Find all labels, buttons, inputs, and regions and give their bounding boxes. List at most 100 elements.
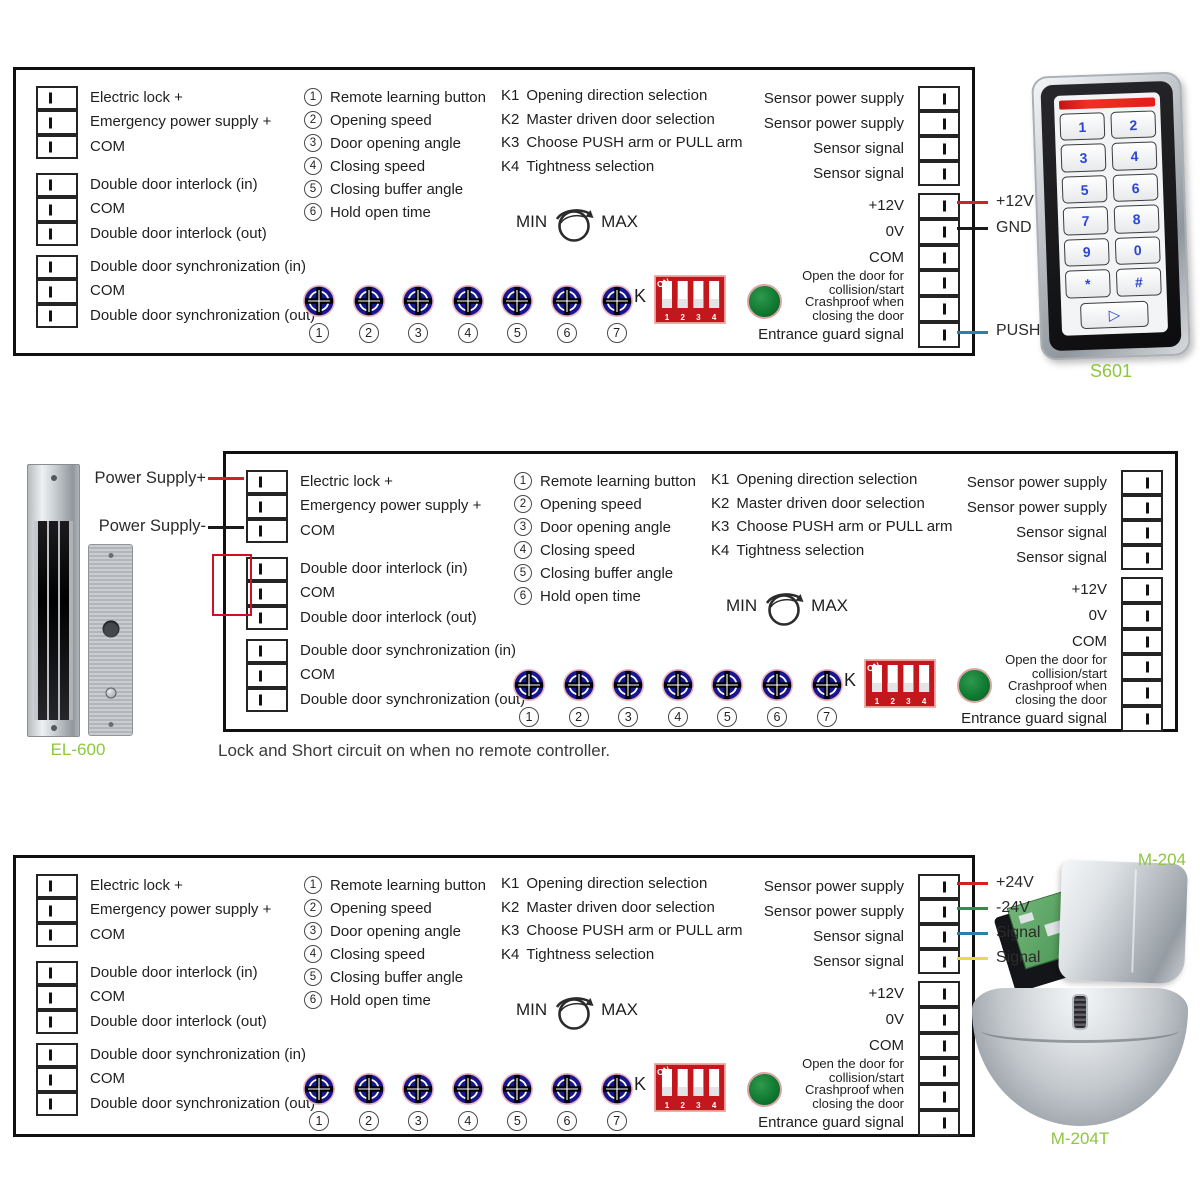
pot-number: 3 xyxy=(408,323,429,343)
screw-slot xyxy=(49,929,53,941)
controller-board-middle: Electric lock +Emergency power supply +C… xyxy=(223,451,1178,732)
svg-text:2: 2 xyxy=(890,697,895,706)
keypad-key: 3 xyxy=(1060,143,1107,173)
terminal-label: Sensor power supply xyxy=(763,115,904,132)
min-label: MIN xyxy=(725,596,758,615)
dip-function-label: Tightness selection xyxy=(736,541,865,559)
screw-slot xyxy=(942,329,946,341)
svg-text:2: 2 xyxy=(680,1101,685,1110)
dip-key: K3 xyxy=(711,518,730,535)
screw-slot xyxy=(942,906,946,917)
potentiometer-icon xyxy=(302,284,336,318)
terminal-label: Double door interlock (out) xyxy=(90,1012,267,1030)
dip-key: K4 xyxy=(711,541,730,559)
potentiometer-icon xyxy=(500,1072,534,1106)
screw-slot xyxy=(259,670,263,682)
terminal-label: COM xyxy=(90,137,125,155)
screw-slot xyxy=(1145,502,1149,513)
wire xyxy=(957,201,988,205)
keypad-key: 6 xyxy=(1112,173,1159,203)
dip-key: K3 xyxy=(501,922,520,939)
screw-slot xyxy=(1145,661,1149,673)
wire-label: Signal xyxy=(996,923,1041,941)
el600-armature-plate-image xyxy=(88,544,133,736)
terminal-label: Double door synchronization (out) xyxy=(90,306,316,324)
screw-slot xyxy=(942,277,946,289)
terminal xyxy=(36,1067,78,1092)
terminal-label: Double door synchronization (out) xyxy=(90,1094,316,1112)
terminal xyxy=(36,134,78,160)
dip-switch-label: K xyxy=(634,286,647,306)
max-label: MAX xyxy=(811,596,848,615)
wire xyxy=(208,526,244,529)
svg-text:1: 1 xyxy=(665,1101,670,1110)
potentiometer-icon xyxy=(500,284,534,318)
dip-function-item: K3 Choose PUSH arm or PULL arm xyxy=(501,922,743,939)
terminal-label: Sensor signal xyxy=(813,953,904,970)
screw-slot xyxy=(1145,477,1149,488)
screw-slot xyxy=(942,118,946,129)
adjust-label: Door opening angle xyxy=(540,518,671,536)
adjust-label: Opening speed xyxy=(540,495,642,513)
svg-text:1: 1 xyxy=(665,313,670,322)
dip-function-label: Choose PUSH arm or PULL arm xyxy=(526,922,743,939)
potentiometer-icon xyxy=(401,1072,435,1106)
screw-slot xyxy=(49,204,53,216)
terminal-label: COM xyxy=(300,666,335,684)
circled-number: 1 xyxy=(304,876,322,894)
terminal xyxy=(918,86,960,111)
short-circuit-marker xyxy=(212,554,252,616)
keypad-key: 7 xyxy=(1062,206,1109,236)
knob-minmax: MIN MAX xyxy=(712,582,862,630)
screw-slot xyxy=(942,1014,946,1026)
svg-text:4: 4 xyxy=(922,697,927,706)
terminal xyxy=(918,136,960,161)
potentiometer-icon xyxy=(550,1072,584,1106)
note-caption: Lock and Short circuit on when no remote… xyxy=(218,741,611,760)
center-hole-icon xyxy=(102,620,119,638)
pot-number: 6 xyxy=(557,1111,577,1131)
pot-number: 2 xyxy=(568,707,589,727)
terminal xyxy=(918,218,960,245)
circled-number: 3 xyxy=(304,134,322,152)
svg-text:3: 3 xyxy=(906,697,911,706)
m204-label: M-204 xyxy=(1137,850,1186,869)
terminal-label: Sensor power supply xyxy=(763,878,904,895)
pot-number: 1 xyxy=(309,323,329,343)
dip-function-label: Opening direction selection xyxy=(526,875,708,892)
dip-function-label: Opening direction selection xyxy=(526,87,708,104)
wire xyxy=(957,907,988,910)
terminal xyxy=(36,1091,78,1117)
potentiometer-icon xyxy=(451,284,485,318)
min-label: MIN xyxy=(515,1000,548,1019)
potentiometer-icon xyxy=(600,1072,634,1106)
knob-minmax: MIN MAX xyxy=(502,986,652,1034)
terminal xyxy=(1121,628,1163,655)
screw-slot xyxy=(1145,527,1149,538)
terminal xyxy=(36,985,78,1010)
terminal xyxy=(1121,545,1163,570)
terminal-label: Sensor signal xyxy=(813,165,904,182)
wire xyxy=(957,330,988,334)
potentiometer-icon xyxy=(710,668,744,702)
pot-number: 7 xyxy=(606,1111,627,1131)
screw-hole-icon xyxy=(50,475,57,481)
potentiometer-icon xyxy=(302,1072,336,1106)
terminal xyxy=(36,197,78,222)
terminal-label: Emergency power supply + xyxy=(90,113,272,131)
keypad-key: # xyxy=(1115,267,1162,297)
screw-slot xyxy=(942,956,946,967)
wire-label: GND xyxy=(996,218,1032,236)
power-supply-plus-label: Power Supply+ xyxy=(94,469,206,487)
terminal xyxy=(1121,520,1163,545)
adjust-label: Closing speed xyxy=(540,541,636,559)
m204t-sensor-image xyxy=(972,988,1188,1126)
